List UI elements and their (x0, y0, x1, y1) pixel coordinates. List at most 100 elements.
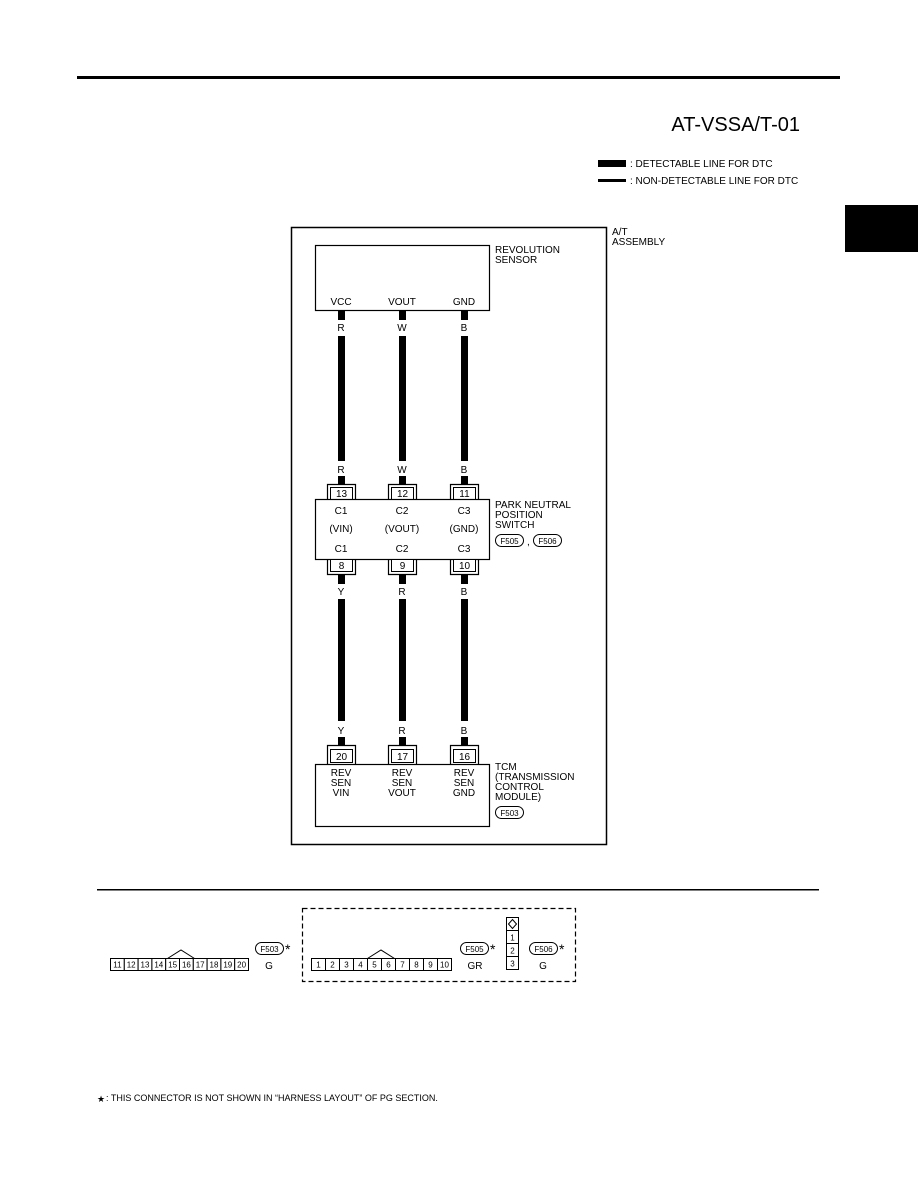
connector-face-f505-tag (460, 942, 489, 955)
wire-stub (338, 575, 345, 584)
footnote-text: : THIS CONNECTOR IS NOT SHOWN IN “HARNES… (106, 1093, 438, 1103)
connector-pin-cell (234, 958, 249, 971)
connector-face-f506-star: * (559, 941, 565, 957)
connector-face-f505-id: F505 (465, 945, 484, 954)
connector-pin-number: 11 (113, 961, 122, 970)
tcm-name-2: (TRANSMISSION (495, 772, 574, 783)
pin-label-gnd: GND (453, 297, 475, 308)
connector-face-f505-color: GR (468, 961, 483, 972)
connector-face-f506-tag (529, 942, 558, 955)
pnp-signal-label: (GND) (450, 524, 479, 535)
tcm-pin-label: GND (453, 788, 475, 799)
connector-face-f506: 123 F506 * G (506, 917, 565, 972)
connector-tag-f505-label: F505 (500, 537, 519, 546)
terminal-number: 10 (459, 561, 471, 572)
connector-pin-number: 20 (237, 961, 246, 970)
wire-stub (461, 737, 468, 745)
tcm-pin-label: VIN (333, 788, 350, 799)
tcm-pin-label: SEN (454, 778, 475, 789)
terminal-number: 11 (459, 489, 470, 500)
connector-pin-number: 13 (141, 961, 150, 970)
legend-non-detectable-label: : NON-DETECTABLE LINE FOR DTC (630, 176, 798, 187)
header-rule (77, 76, 840, 79)
connector-tag-f506 (533, 534, 562, 547)
tcm-terminals: 20 17 16 (326, 744, 480, 765)
revolution-sensor-label-2: SENSOR (495, 255, 537, 266)
connector-pin-number: 6 (386, 961, 391, 970)
connector-pin-number: 18 (210, 961, 219, 970)
connector-pin-number: 1 (316, 961, 321, 970)
legend-non-detectable-swatch (598, 179, 626, 182)
connector-pin-number: 2 (330, 961, 335, 970)
connector-pin-cell (506, 956, 519, 970)
wire-color-label: W (397, 323, 407, 334)
connector-pin-number: 12 (127, 961, 136, 970)
connector-pin-cell (437, 958, 452, 971)
connector-pin-number: 9 (428, 961, 433, 970)
connector-pin-number: 19 (223, 961, 232, 970)
wire-color-label: B (461, 323, 468, 334)
legend-detectable-swatch (598, 160, 626, 167)
tcm-pin-label: SEN (392, 778, 413, 789)
tcm-pin-label: VOUT (388, 788, 416, 799)
upper-wires: R W B R W B (337, 311, 468, 484)
pnp-connector-group (301, 907, 577, 983)
wire-color-label: Y (338, 587, 345, 598)
pnp-c-label: C3 (458, 544, 471, 555)
pnp-c-label: C2 (396, 506, 409, 517)
wire-color-label: B (461, 726, 468, 737)
wire-color-label: R (398, 726, 405, 737)
connector-tag-f503-label: F503 (500, 809, 519, 818)
connector-pin-number: 16 (182, 961, 191, 970)
wire-color-label: R (398, 587, 405, 598)
connector-pin-number: 7 (400, 961, 405, 970)
wire-r (399, 599, 406, 721)
connector-pin-number: 17 (196, 961, 205, 970)
connector-pin-number: 14 (154, 961, 163, 970)
tcm-box (314, 763, 491, 828)
connector-face-f506-id: F506 (534, 945, 553, 954)
section-divider (97, 889, 819, 891)
connector-tag-f506-label: F506 (538, 537, 557, 546)
legend: : DETECTABLE LINE FOR DTC : NON-DETECTAB… (598, 159, 798, 187)
wire-b (461, 336, 468, 461)
legend-detectable-label: : DETECTABLE LINE FOR DTC (630, 159, 773, 170)
wire-r (338, 336, 345, 461)
terminal-number: 9 (400, 561, 406, 572)
terminal-number: 16 (459, 752, 471, 763)
tcm-pin-label: REV (454, 768, 475, 779)
terminal-number: 17 (397, 752, 409, 763)
wire-color-label: Y (338, 726, 345, 737)
wire-color-label: W (397, 465, 407, 476)
pnp-c-label: C2 (396, 544, 409, 555)
pnp-c-label: C3 (458, 506, 471, 517)
connector-pin-number: 10 (440, 961, 449, 970)
pin-label-vcc: VCC (330, 297, 351, 308)
wire-stub (338, 311, 345, 320)
wire-stub (399, 311, 406, 320)
wire-color-label: B (461, 587, 468, 598)
pnp-c-label: C1 (335, 506, 348, 517)
pnp-switch-box (314, 498, 491, 561)
connector-face-f505-star: * (490, 941, 496, 957)
lower-wires: Y R B Y R B (338, 575, 468, 745)
connector-face-f503-color: G (265, 961, 273, 972)
revolution-sensor-box (314, 244, 491, 312)
wire-stub (461, 575, 468, 584)
diagram-id: AT-VSSA/T-01 (671, 114, 800, 136)
connector-pin-number: 15 (168, 961, 177, 970)
pnp-name-2: POSITION (495, 510, 543, 521)
pin-label-vout: VOUT (388, 297, 416, 308)
wire-color-label: B (461, 465, 468, 476)
pnp-name-3: SWITCH (495, 520, 534, 531)
tcm-pin-label: REV (392, 768, 413, 779)
wire-stub (399, 737, 406, 745)
connector-pin-number: 2 (510, 947, 515, 956)
pnp-top-terminals: 13 12 11 (326, 483, 480, 500)
tcm-name-1: TCM (495, 762, 517, 773)
footnote-star: ★ (97, 1094, 105, 1104)
wire-stub (461, 476, 468, 484)
